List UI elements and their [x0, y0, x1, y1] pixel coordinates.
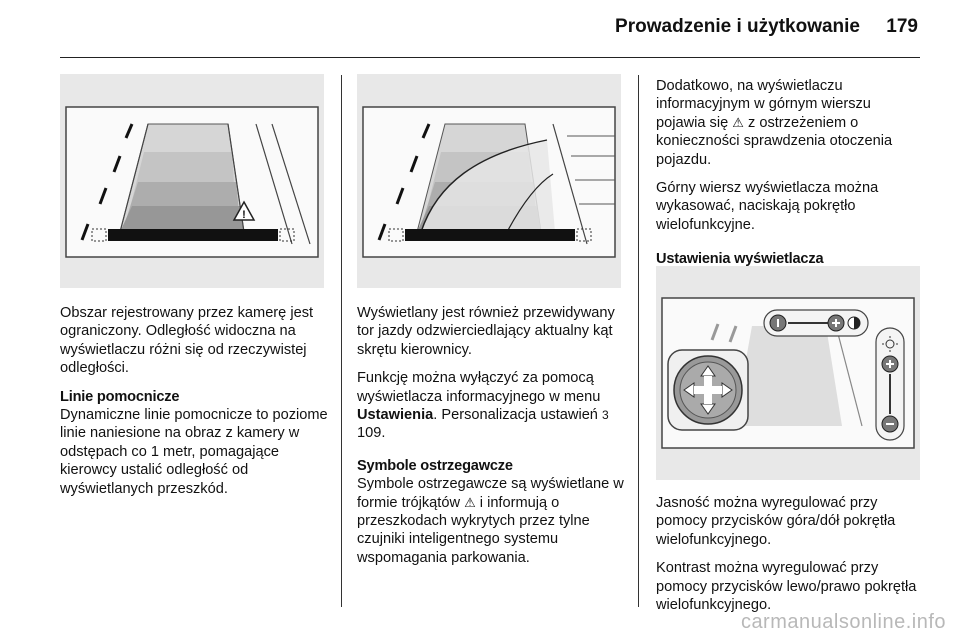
column-divider-1: [341, 75, 342, 607]
paragraph: Funkcję można wyłączyć za pomocą wyświet…: [357, 369, 629, 443]
text-run: Dodatkowo, na wyświetlaczu informacyjnym…: [656, 78, 871, 131]
paragraph: Dynamiczne linie pomocnicze to poziome l…: [60, 407, 328, 497]
column-1-text: Obszar rejestrowany przez kamerę jest og…: [60, 304, 328, 508]
header-title: Prowadzenie i użytkowanie: [615, 16, 860, 37]
page-number: 179: [886, 16, 918, 37]
paragraph: Wyświetlany jest również przewidywany to…: [357, 305, 615, 358]
warning-triangle-icon: ⚠: [464, 494, 476, 510]
column-3-text-bottom: Jasność można wyregulować przy pomocy pr…: [656, 494, 924, 624]
section-heading: Symbole ostrzegawcze: [357, 457, 513, 474]
watermark: carmanualsonline.info: [740, 611, 946, 633]
column-3-text: Dodatkowo, na wyświetlaczu informacyjnym…: [656, 77, 924, 269]
camera-view-figure: !: [60, 74, 324, 288]
paragraph: Dodatkowo, na wyświetlaczu informacyjnym…: [656, 77, 924, 169]
header-rule: [60, 57, 920, 58]
text-run: Symbole ostrzegawcze są wyświetlane w fo…: [357, 476, 624, 511]
section-heading: Linie pomocnicze: [60, 388, 180, 405]
section: Symbole ostrzegawcze Symbole ostrzegawcz…: [357, 457, 629, 567]
warning-triangle-icon: ⚠: [732, 114, 744, 130]
predicted-path-figure: [357, 74, 621, 288]
paragraph: Symbole ostrzegawcze są wyświetlane w fo…: [357, 475, 629, 567]
column-divider-2: [638, 75, 639, 607]
column-2-text: Wyświetlany jest również przewidywany to…: [357, 304, 629, 583]
page-reference-icon: 3: [601, 408, 609, 423]
paragraph: Kontrast można wyregulować przy pomocy p…: [656, 560, 917, 614]
display-settings-figure: [656, 266, 920, 480]
text-run: z ostrzeżeniem o konieczności sprawdzeni…: [656, 114, 893, 168]
menu-name: Ustawienia: [357, 407, 434, 424]
paragraph: Obszar rejestrowany przez kamerę jest og…: [60, 305, 314, 377]
text-run: i informują o przeszkodach wykrytych prz…: [357, 494, 590, 566]
text-run: . Personalizacja ustawień: [433, 407, 602, 424]
svg-text:!: !: [242, 209, 246, 221]
page-reference-number: 109.: [357, 425, 386, 442]
text-run: Funkcję można wyłączyć za pomocą wyświet…: [357, 370, 601, 405]
paragraph: Jasność można wyregulować przy pomocy pr…: [656, 495, 896, 548]
section-heading: Ustawienia wyświetlacza: [656, 251, 824, 268]
paragraph: Górny wiersz wyświetlacza można wykasowa…: [656, 180, 879, 233]
